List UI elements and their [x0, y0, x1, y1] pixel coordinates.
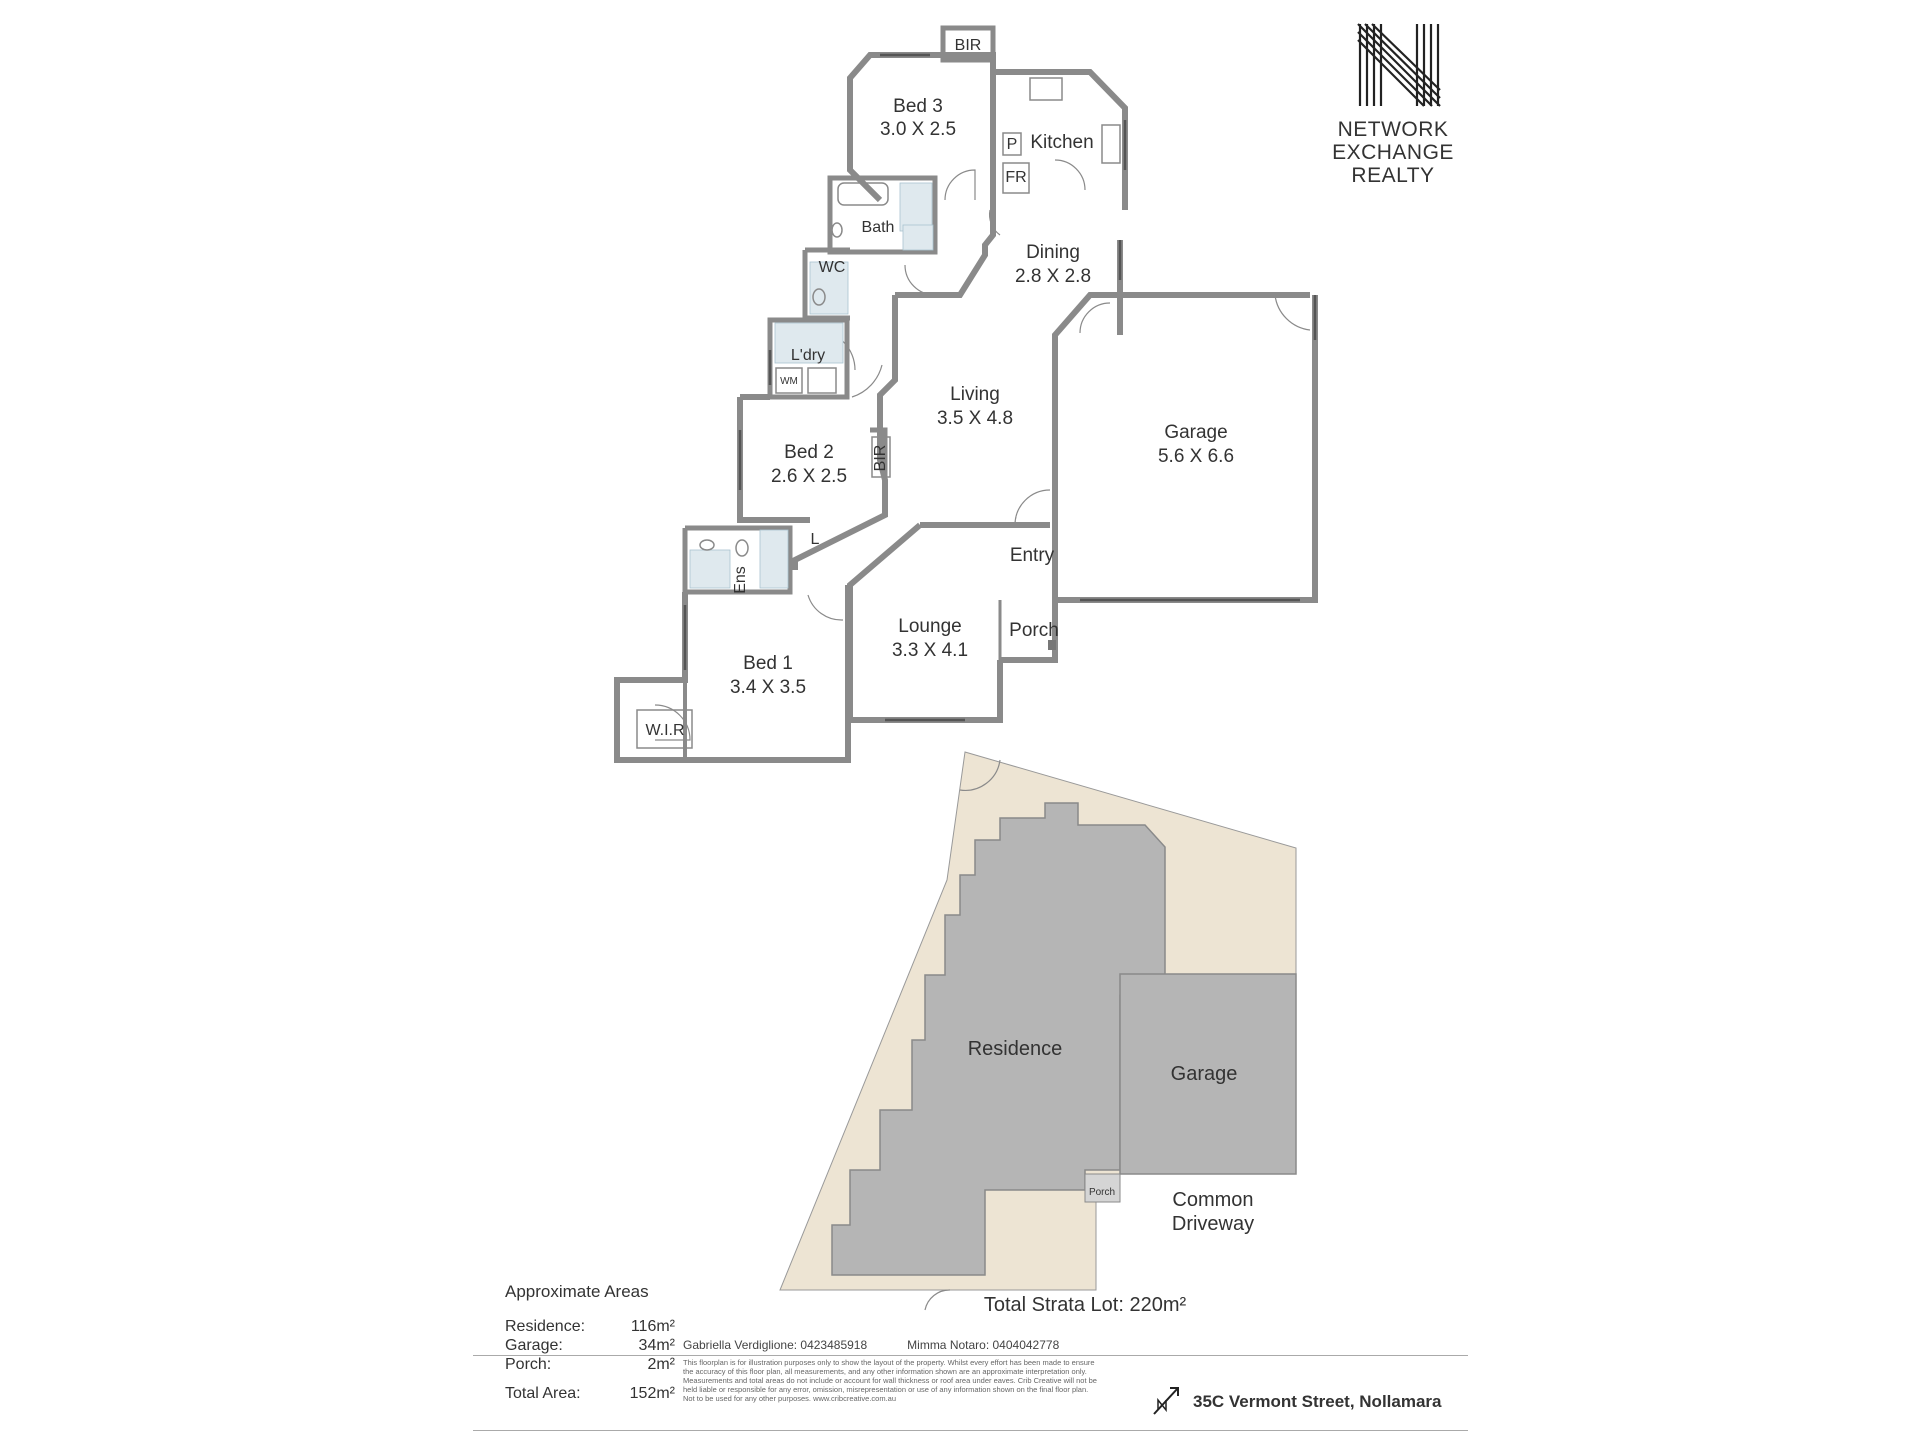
footer-divider-bottom — [473, 1430, 1468, 1431]
laundry-name: L'dry — [791, 347, 825, 364]
bed3-dims: 3.0 X 2.5 — [880, 119, 956, 140]
area-row-total: Total Area: 152m² — [505, 1385, 675, 1404]
bir-bed2-icon — [871, 436, 891, 478]
logo-line3: REALTY — [1351, 164, 1435, 187]
area-value: 34m² — [638, 1337, 675, 1354]
area-value: 116m² — [630, 1318, 675, 1335]
pantry-label: P — [1007, 136, 1018, 153]
fridge-label: FR — [1005, 169, 1026, 186]
porch-footprint — [1084, 1173, 1121, 1203]
site-residence-label: Residence — [968, 1038, 1063, 1060]
wir-box-icon — [636, 709, 693, 749]
living-name: Living — [950, 384, 1000, 405]
windows — [683, 53, 1317, 722]
bed2-dims: 2.6 X 2.5 — [771, 466, 847, 487]
dining-dims: 2.8 X 2.8 — [1015, 266, 1091, 287]
area-row-porch: Porch: 2m² — [505, 1356, 675, 1375]
area-label: Garage: — [505, 1337, 563, 1354]
fixtures — [636, 77, 1121, 749]
toilet-icon — [812, 288, 826, 306]
bir-bed2-label: BIR — [872, 445, 889, 472]
lounge-name: Lounge — [898, 616, 961, 637]
area-value: 2m² — [647, 1356, 675, 1373]
common-driveway-line2: Driveway — [1172, 1213, 1254, 1235]
wm-label: WM — [780, 376, 798, 387]
ensuite-basin-icon — [699, 539, 715, 551]
bed3-name: Bed 3 — [893, 96, 943, 117]
linen-label: L — [811, 531, 820, 548]
cooktop-icon — [1029, 77, 1063, 101]
network-logo-icon — [1357, 23, 1441, 107]
logo-line2: EXCHANGE — [1332, 141, 1454, 164]
garage-dims: 5.6 X 6.6 — [1158, 446, 1234, 467]
agent-2: Mimma Notaro: 0404042778 — [907, 1338, 1060, 1352]
property-address: 35C Vermont Street, Nollamara — [1193, 1392, 1442, 1411]
bathtub-icon — [837, 182, 889, 206]
total-strata-label: Total Strata Lot: 220m² — [984, 1294, 1187, 1316]
site-porch-label: Porch — [1089, 1187, 1115, 1198]
disclaimer-text: This floorplan is for illustration purpo… — [683, 1358, 1097, 1403]
area-label: Porch: — [505, 1356, 552, 1373]
lounge-dims: 3.3 X 4.1 — [892, 640, 968, 661]
garage-name: Garage — [1164, 422, 1227, 443]
bed2-name: Bed 2 — [784, 442, 834, 463]
logo-line1: NETWORK — [1337, 118, 1449, 141]
area-row-residence: Residence: 116m² — [505, 1318, 675, 1337]
approximate-areas: Approximate Areas Residence: 116m² Garag… — [505, 1282, 675, 1404]
porch-name: Porch — [1009, 620, 1059, 641]
bed1-dims: 3.4 X 3.5 — [730, 677, 806, 698]
laundry-tub-icon — [807, 367, 837, 394]
logo: NETWORK EXCHANGE REALTY — [1318, 118, 1468, 187]
fridge-icon — [1002, 162, 1030, 194]
wet-area-tiles — [689, 182, 934, 589]
living-dims: 3.5 X 4.8 — [937, 408, 1013, 429]
north-arrow-icon — [1153, 1387, 1179, 1415]
basin-icon — [831, 222, 843, 238]
footer-divider-top — [473, 1355, 1468, 1356]
dining-name: Dining — [1026, 242, 1080, 263]
washing-machine-icon — [775, 367, 803, 394]
site-garage-label: Garage — [1171, 1063, 1238, 1085]
area-total-label: Total Area: — [505, 1385, 581, 1402]
pantry-icon — [1002, 132, 1022, 156]
agent-1: Gabriella Verdiglione: 0423485918 — [683, 1338, 868, 1352]
wc-name: WC — [819, 259, 846, 276]
bir-top-label: BIR — [955, 37, 982, 54]
common-driveway-line1: Common — [1172, 1189, 1253, 1211]
agent-contacts: Gabriella Verdiglione: 0423485918 Mimma … — [683, 1338, 1059, 1352]
garage-footprint — [1119, 973, 1297, 1175]
residence-footprint — [831, 802, 1166, 1276]
kitchen-name: Kitchen — [1030, 132, 1093, 153]
room-labels: BIR Bed 3 3.0 X 2.5 P Kitchen FR Bath WC… — [645, 37, 1234, 739]
area-total-value: 152m² — [629, 1385, 675, 1402]
ensuite-name: Ens — [732, 566, 749, 594]
ensuite-toilet-icon — [735, 539, 749, 557]
bath-name: Bath — [862, 219, 895, 236]
entry-name: Entry — [1010, 545, 1055, 566]
area-label: Residence: — [505, 1318, 586, 1335]
porch-post-icon — [1048, 640, 1056, 650]
door-swings — [654, 159, 1311, 741]
area-row-garage: Garage: 34m² — [505, 1337, 675, 1356]
areas-title: Approximate Areas — [505, 1282, 649, 1301]
sink-icon — [1101, 124, 1121, 164]
site-plan: Residence Garage Porch Common Driveway T… — [779, 751, 1297, 1316]
wir-name: W.I.R — [645, 722, 684, 739]
bed1-name: Bed 1 — [743, 653, 793, 674]
